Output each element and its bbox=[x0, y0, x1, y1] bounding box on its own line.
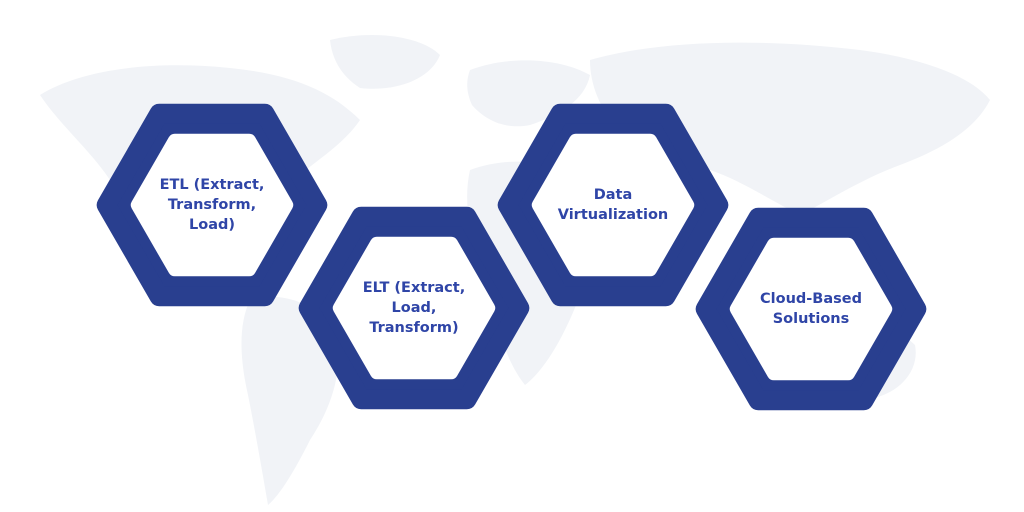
hexagon-label: ELT (Extract, Load, Transform) bbox=[362, 280, 466, 336]
hexagon-label: Cloud-Based Solutions bbox=[760, 291, 862, 327]
hexagon-node-etl: ETL (Extract, Transform, Load) bbox=[92, 101, 332, 309]
hexagon-label: Data Virtualization bbox=[557, 187, 669, 223]
hexagon-node-data-virtualization: Data Virtualization bbox=[493, 101, 733, 309]
hexagon-label: ETL (Extract, Transform, Load) bbox=[159, 177, 265, 233]
hexagon-shape bbox=[298, 206, 530, 410]
hexagon-shape bbox=[96, 103, 328, 307]
hexagon-shape bbox=[497, 103, 729, 307]
hexagon-node-elt: ELT (Extract, Load, Transform) bbox=[294, 204, 534, 412]
hexagon-node-cloud-based-solutions: Cloud-Based Solutions bbox=[691, 205, 931, 413]
hexagon-shape bbox=[695, 207, 927, 411]
